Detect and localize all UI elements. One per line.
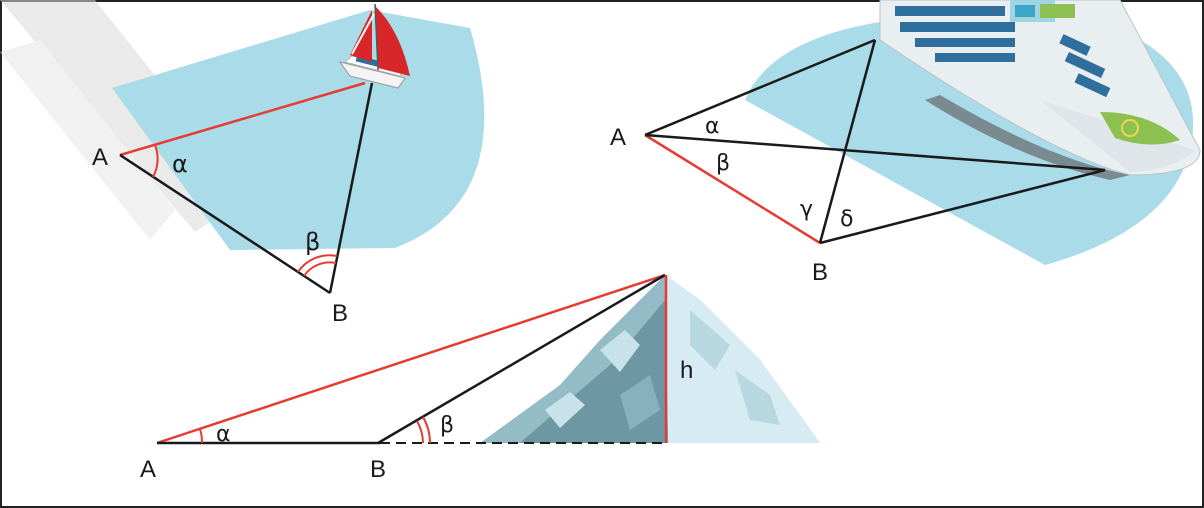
sailboat-line-b-boat <box>328 82 374 294</box>
ship-label-gamma: γ <box>800 197 813 222</box>
ship-label-alpha: α <box>705 114 720 139</box>
sailboat-label-beta: β <box>305 228 320 256</box>
ship-diagram: A B α β γ δ <box>610 0 1201 286</box>
ship-label-b: B <box>812 259 828 286</box>
ship-label-beta: β <box>716 151 730 176</box>
sailboat-line-a-boat <box>119 81 366 157</box>
sailboat-line-a-b <box>119 153 331 295</box>
mountain-label-a: A <box>140 456 156 483</box>
sailboat-angle-alpha-arc <box>152 144 159 178</box>
mountain-icon <box>480 275 820 443</box>
cruise-ship-icon <box>879 0 1201 180</box>
mountain-angle-beta-arc-inner <box>416 420 424 444</box>
sailboat-label-b: B <box>332 300 348 327</box>
ship-line-b-top <box>818 39 877 244</box>
ship-label-a: A <box>610 124 626 151</box>
ship-line-a-top <box>644 38 876 137</box>
sailboat-angle-beta-arc-outer <box>297 254 338 273</box>
sailboat-icon <box>338 3 410 89</box>
mountain-line-b-peak <box>377 273 666 445</box>
ship-line-a-right <box>644 133 1106 172</box>
mountain-angle-beta-arc-outer <box>422 416 431 444</box>
mountain-angle-alpha-arc <box>199 428 204 444</box>
mountain-label-b: B <box>370 456 386 483</box>
ship-label-delta: δ <box>840 207 853 232</box>
sailboat-label-a: A <box>92 144 108 171</box>
sailboat-diagram: A B α β <box>92 3 485 327</box>
mountain-diagram: A B α β h <box>140 273 820 483</box>
sailboat-angle-beta-arc-inner <box>303 261 337 277</box>
mountain-label-beta: β <box>440 413 454 438</box>
mountain-line-a-peak <box>156 273 666 445</box>
mountain-label-h: h <box>680 357 693 384</box>
sailboat-label-alpha: α <box>172 150 188 178</box>
ship-line-b-right <box>819 168 1106 245</box>
mountain-label-alpha: α <box>216 422 231 447</box>
ship-line-a-b <box>644 133 821 245</box>
